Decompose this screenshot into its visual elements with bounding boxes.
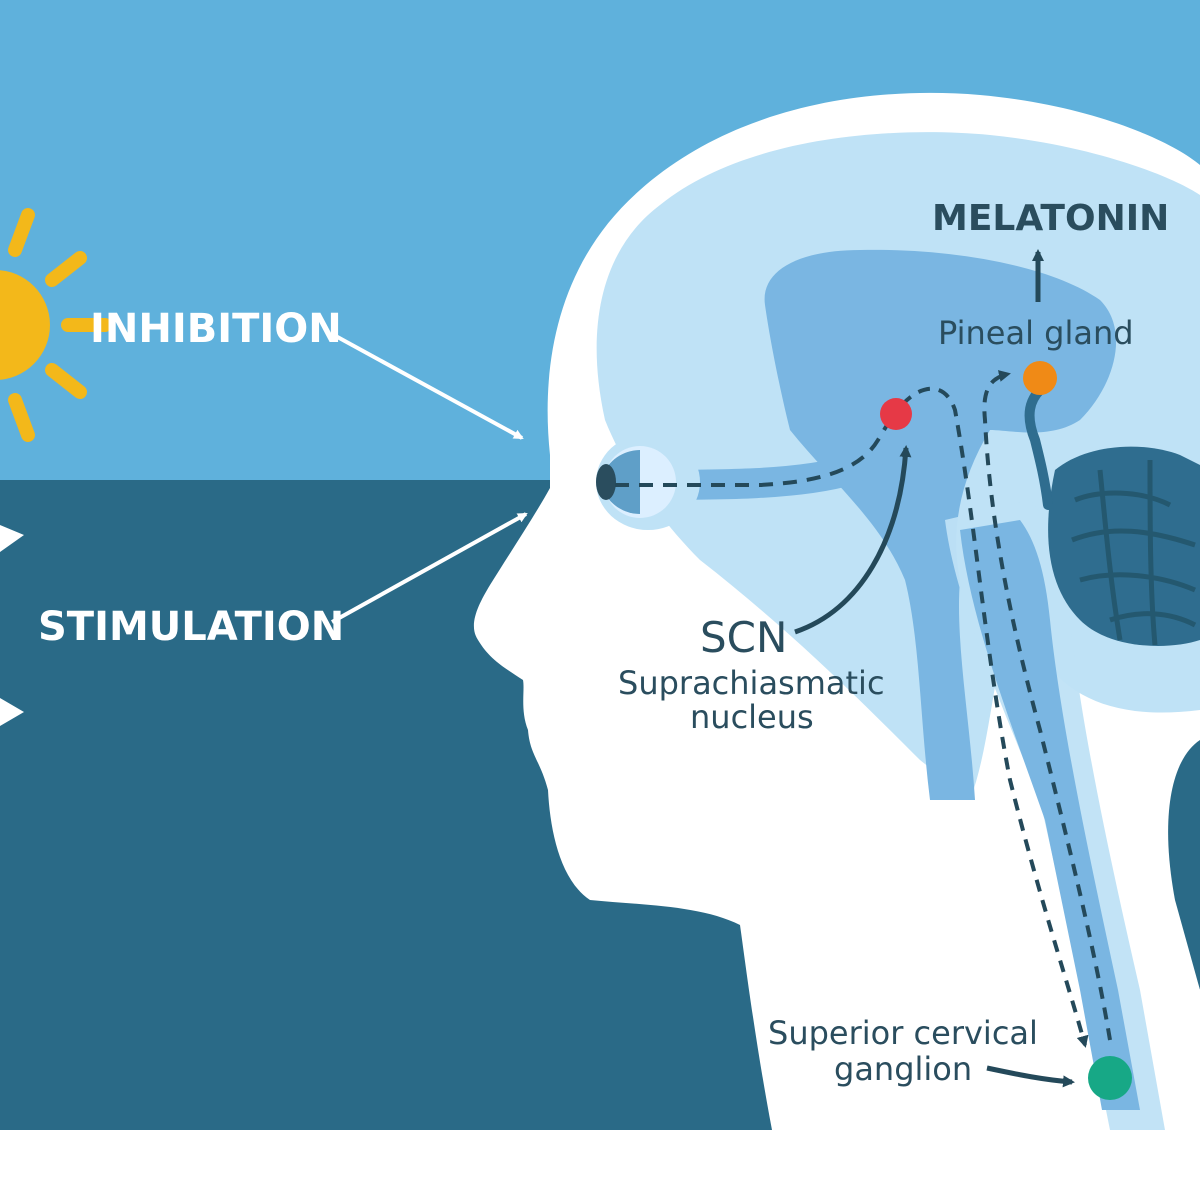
inhibition-arrow xyxy=(331,332,524,440)
scn-dot xyxy=(880,398,912,430)
ganglion-label-line2: ganglion xyxy=(834,1050,972,1088)
scn-full-name-line1: Suprachiasmatic xyxy=(618,664,885,702)
inhibition-label: INHIBITION xyxy=(90,306,342,352)
pineal-gland-label: Pineal gland xyxy=(938,314,1134,352)
ganglion-dot xyxy=(1088,1056,1132,1100)
night-background-right xyxy=(1168,740,1200,990)
pathway-scn-to-ganglion xyxy=(900,386,1089,1048)
melatonin-label: MELATONIN xyxy=(932,198,1169,239)
ganglion-arrow xyxy=(986,1065,1075,1088)
cerebellum xyxy=(1048,446,1200,646)
scn-full-name-line2: nucleus xyxy=(690,698,814,736)
pathway-eye-to-scn xyxy=(615,418,892,487)
spinal-cord-core xyxy=(960,520,1140,1110)
moon-icon xyxy=(0,525,24,552)
pathway-ganglion-to-pineal xyxy=(982,370,1112,1041)
pineal-gland-dot xyxy=(1023,361,1057,395)
moon-icon-lower xyxy=(0,698,24,726)
pineal-stalk xyxy=(1024,385,1053,510)
ganglion-label-line1: Superior cervical xyxy=(768,1014,1038,1052)
stimulation-arrow xyxy=(331,512,528,624)
scn-label: SCN xyxy=(700,613,787,662)
eye-icon xyxy=(596,434,700,530)
stimulation-label: STIMULATION xyxy=(38,604,344,650)
scn-arrow xyxy=(794,445,912,635)
sun-icon xyxy=(0,208,112,442)
